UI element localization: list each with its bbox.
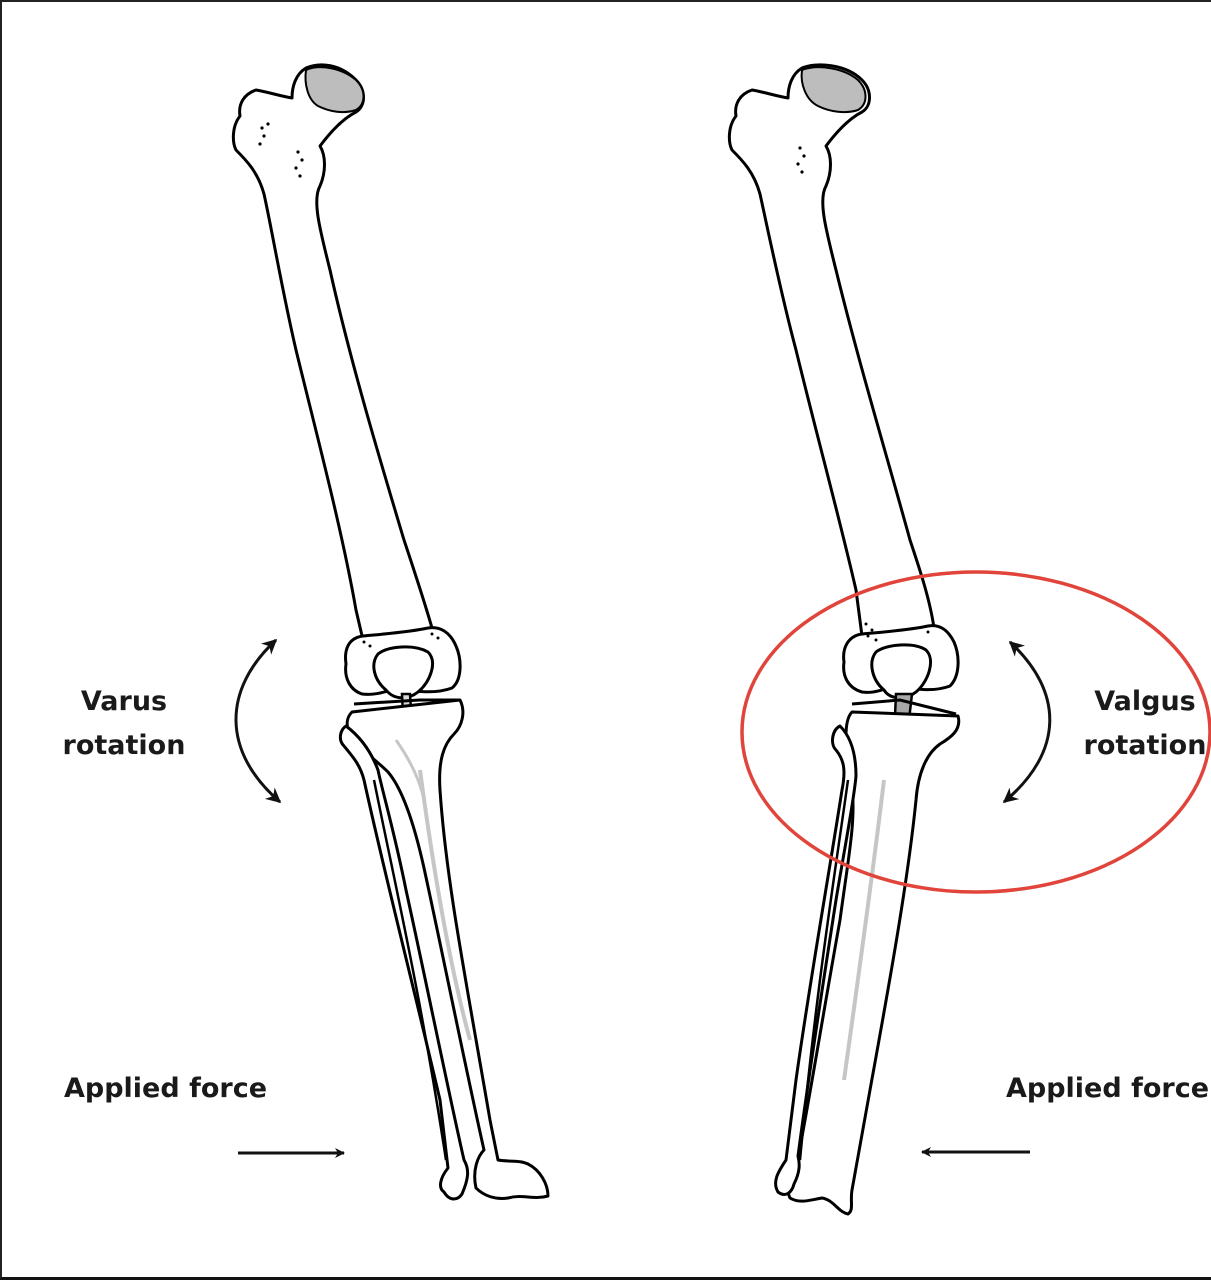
valgus-rotation-label: Valgus rotation (1080, 680, 1210, 768)
knee-highlight-ellipse (740, 570, 1211, 894)
right-femur-dots (796, 146, 806, 174)
left-tibia-shading (418, 769, 472, 1041)
valgus-label-line1: Valgus (1094, 686, 1196, 717)
curved-double-arrow-icon (234, 638, 282, 804)
right-fibula (774, 724, 858, 1196)
left-fibula (338, 724, 470, 1201)
varus-label-line1: Varus (80, 686, 168, 717)
curved-double-arrow-icon (1002, 640, 1052, 804)
valgus-label-line2: rotation (1083, 730, 1207, 761)
left-femur-dots (258, 122, 304, 178)
left-applied-force-label: Applied force (64, 1073, 268, 1104)
left-leg-skeleton (231, 63, 550, 1201)
left-femur (231, 63, 462, 696)
left-tibia (345, 698, 550, 1200)
left-patella (372, 645, 434, 700)
varus-label-line2: rotation (62, 730, 186, 761)
right-applied-force-label: Applied force (1006, 1073, 1210, 1104)
right-tibia-shading (842, 779, 886, 1081)
left-femoral-head (304, 66, 365, 114)
right-patella (870, 643, 932, 700)
right-leg-skeleton (727, 63, 961, 1216)
varus-rotation-label: Varus rotation (52, 680, 196, 768)
right-femoral-head (800, 66, 867, 114)
